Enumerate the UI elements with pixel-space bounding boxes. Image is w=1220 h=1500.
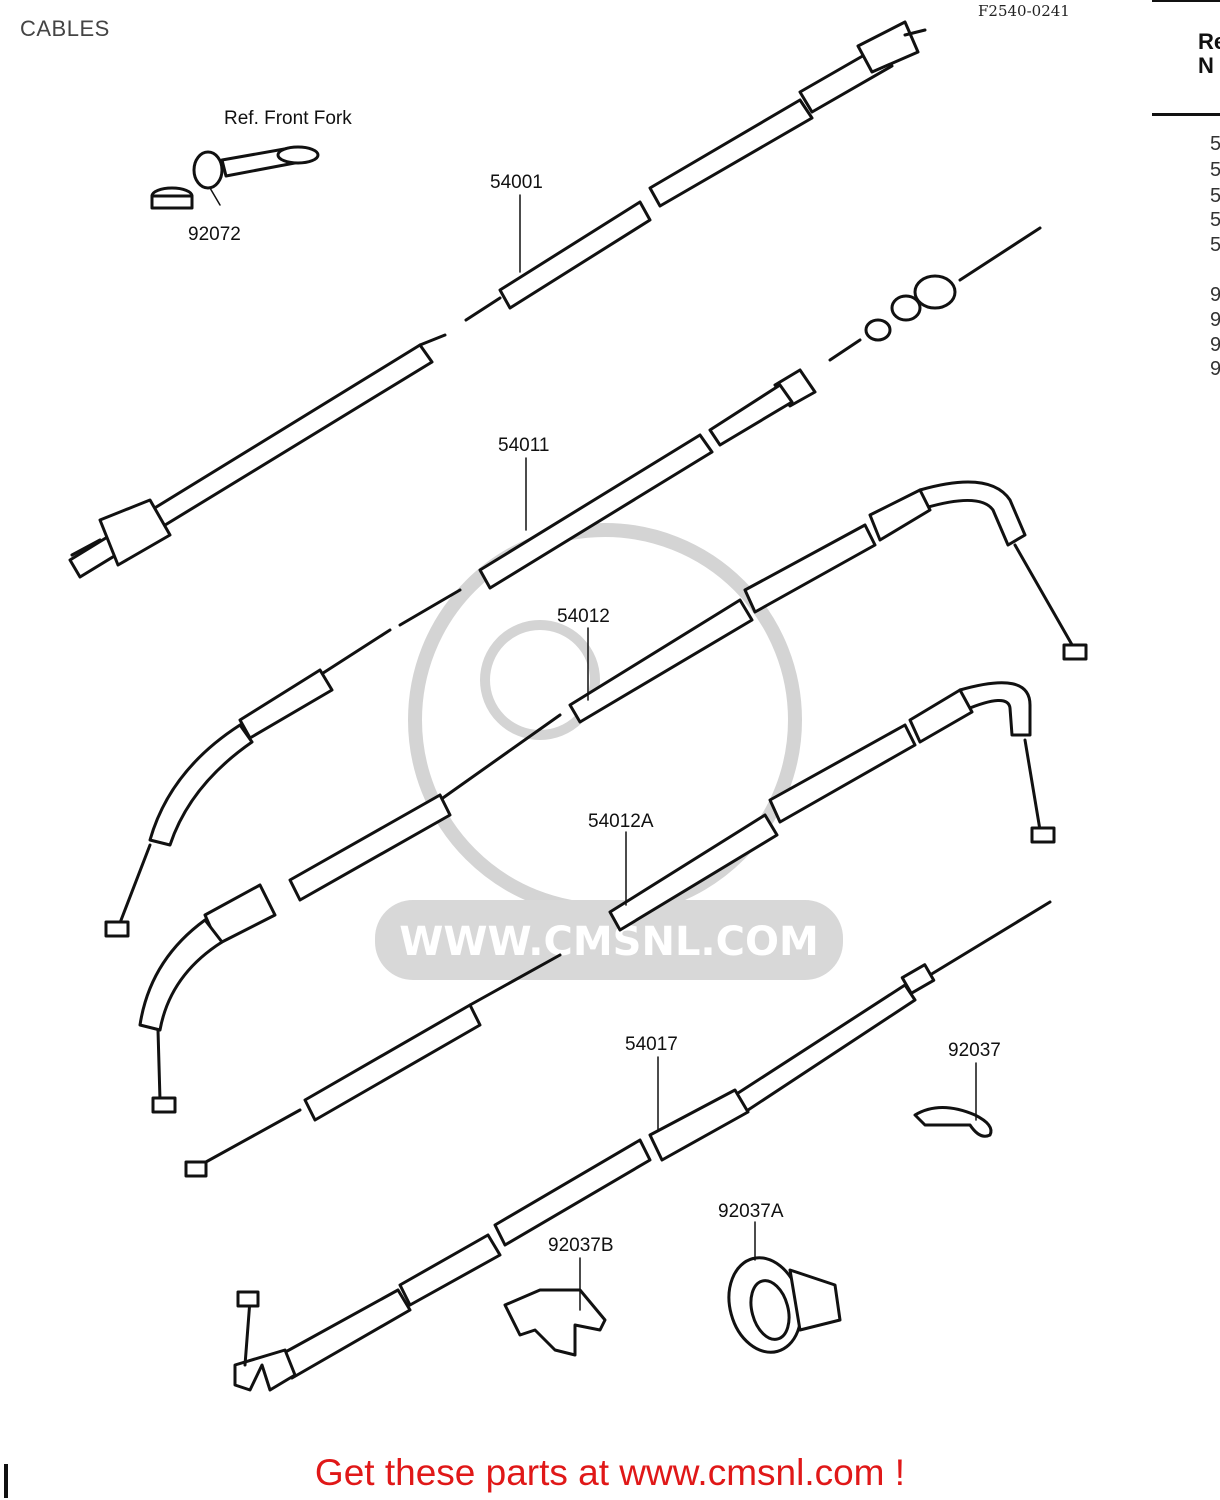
part-54017-cable — [233, 900, 1052, 1392]
part-54001-cable — [68, 20, 927, 579]
part-92072-clamp — [150, 145, 320, 210]
part-92037A-holder — [727, 1256, 842, 1354]
left-edge-bar — [4, 1464, 8, 1498]
part-label-92037A: 92037A — [718, 1201, 784, 1222]
ref-header-line2: N — [1198, 53, 1214, 78]
part-label-54011: 54011 — [498, 435, 549, 456]
divider — [1152, 0, 1220, 2]
page-title: CABLES — [20, 16, 110, 41]
part-54011-cable — [104, 226, 1042, 938]
part-54012-cable — [138, 480, 1088, 1114]
cms-watermark: WWW.CMSNL.COM — [375, 523, 843, 980]
ref-row: 9 — [1210, 309, 1220, 331]
watermark-text: WWW.CMSNL.COM — [399, 919, 819, 965]
ref-header-line1: Re — [1198, 29, 1220, 54]
footer-link[interactable]: Get these parts at www.cmsnl.com ! — [314, 1452, 906, 1493]
part-label-54017: 54017 — [625, 1034, 678, 1055]
part-54012A-cable — [184, 681, 1056, 1178]
ref-row: 5 — [1210, 209, 1220, 231]
part-label-54012A: 54012A — [588, 811, 654, 832]
ref-row: 5 — [1210, 159, 1220, 181]
part-92037B-clamp — [503, 1288, 607, 1357]
ref-header: Re N — [1198, 30, 1220, 78]
leader-lines — [209, 187, 977, 1311]
ref-row: 5 — [1210, 234, 1220, 256]
ref-row: 5 — [1210, 133, 1220, 155]
divider — [1152, 113, 1220, 116]
part-label-54001: 54001 — [490, 172, 543, 193]
ref-row: 9 — [1210, 334, 1220, 356]
reference-column: Re N 5 5 5 5 5 9 9 9 9 — [1152, 0, 1220, 380]
ref-front-fork-label: Ref. Front Fork — [224, 108, 352, 129]
part-label-92037B: 92037B — [548, 1235, 614, 1256]
ref-row: 9 — [1210, 358, 1220, 380]
part-92037-tie — [913, 1106, 993, 1138]
part-label-92037: 92037 — [948, 1040, 1001, 1061]
figure-code: F2540-0241 — [978, 2, 1070, 20]
part-label-54012: 54012 — [557, 606, 610, 627]
ref-row: 9 — [1210, 284, 1220, 306]
ref-row: 5 — [1210, 185, 1220, 207]
part-label-92072: 92072 — [188, 224, 241, 245]
